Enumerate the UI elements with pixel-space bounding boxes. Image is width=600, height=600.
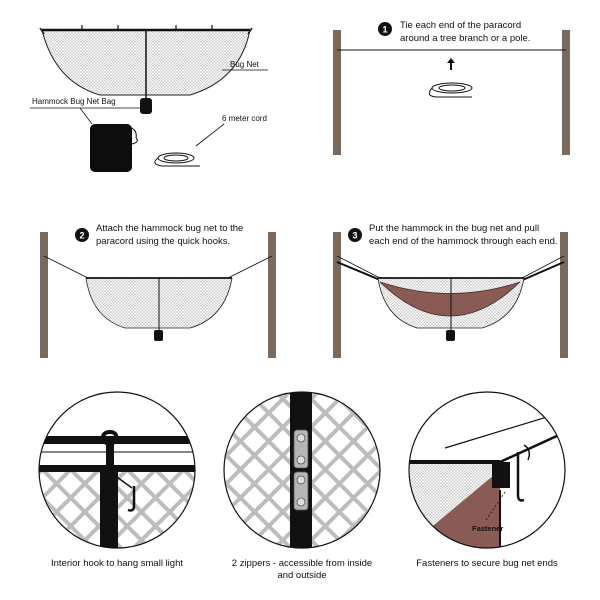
detail-interior-hook xyxy=(38,391,196,549)
zipper-pull-icon xyxy=(293,429,309,469)
panel-step-1: 1 Tie each end of the paracord around a … xyxy=(333,20,570,155)
up-arrow-icon xyxy=(447,58,455,70)
bag-label: Hammock Bug Net Bag xyxy=(32,97,116,106)
svg-text:1: 1 xyxy=(382,25,387,35)
step-2-text-line1: Attach the hammock bug net to the xyxy=(96,223,243,234)
paracord-coil xyxy=(428,82,473,98)
pole-left xyxy=(40,232,48,358)
detail-2-caption-line2: and outside xyxy=(277,570,326,581)
panel-step-2: 2 Attach the hammock bug net to the para… xyxy=(40,223,276,358)
step-1-text-line1: Tie each end of the paracord xyxy=(400,20,521,31)
step-1-badge: 1 xyxy=(378,22,392,36)
bug-net-label: Bug Net xyxy=(230,60,260,69)
pole-left xyxy=(333,30,341,155)
step-1-text-line2: around a tree branch or a pole. xyxy=(400,33,530,44)
bug-net-illustration xyxy=(85,277,233,341)
panel-step-3: 3 Put the hammock in the bug net and pul… xyxy=(333,223,568,358)
pole-right xyxy=(268,232,276,358)
bug-net-bag xyxy=(90,124,138,172)
cord-label: 6 meter cord xyxy=(222,114,267,123)
pole-left xyxy=(333,232,341,358)
step-2-badge: 2 xyxy=(75,228,89,242)
detail-fasteners: Fastener xyxy=(408,391,566,549)
hammock-illustration xyxy=(379,281,521,317)
zipper-pull-icon xyxy=(293,471,309,511)
detail-2-caption-line1: 2 zippers - accessible from inside xyxy=(232,558,372,569)
paracord-coil xyxy=(154,152,200,167)
step-3-text-line2: each end of the hammock through each end… xyxy=(369,236,558,247)
pole-right xyxy=(560,232,568,358)
svg-text:3: 3 xyxy=(352,231,357,241)
bug-net-illustration xyxy=(39,25,253,114)
detail-zippers xyxy=(223,391,381,549)
step-2-text-line2: paracord using the quick hooks. xyxy=(96,236,230,247)
fastener-label: Fastener xyxy=(472,524,503,533)
svg-text:2: 2 xyxy=(79,231,84,241)
detail-3-caption: Fasteners to secure bug net ends xyxy=(416,558,558,569)
cord-leader-line xyxy=(195,123,225,147)
step-3-badge: 3 xyxy=(348,228,362,242)
detail-1-caption: Interior hook to hang small light xyxy=(51,558,183,569)
panel-product-parts: Bug Net Hammock Bug Net Bag 6 meter cord xyxy=(30,25,268,172)
step-3-text-line1: Put the hammock in the bug net and pull xyxy=(369,223,539,234)
pole-right xyxy=(562,30,570,155)
bag-leader-line xyxy=(79,107,93,125)
